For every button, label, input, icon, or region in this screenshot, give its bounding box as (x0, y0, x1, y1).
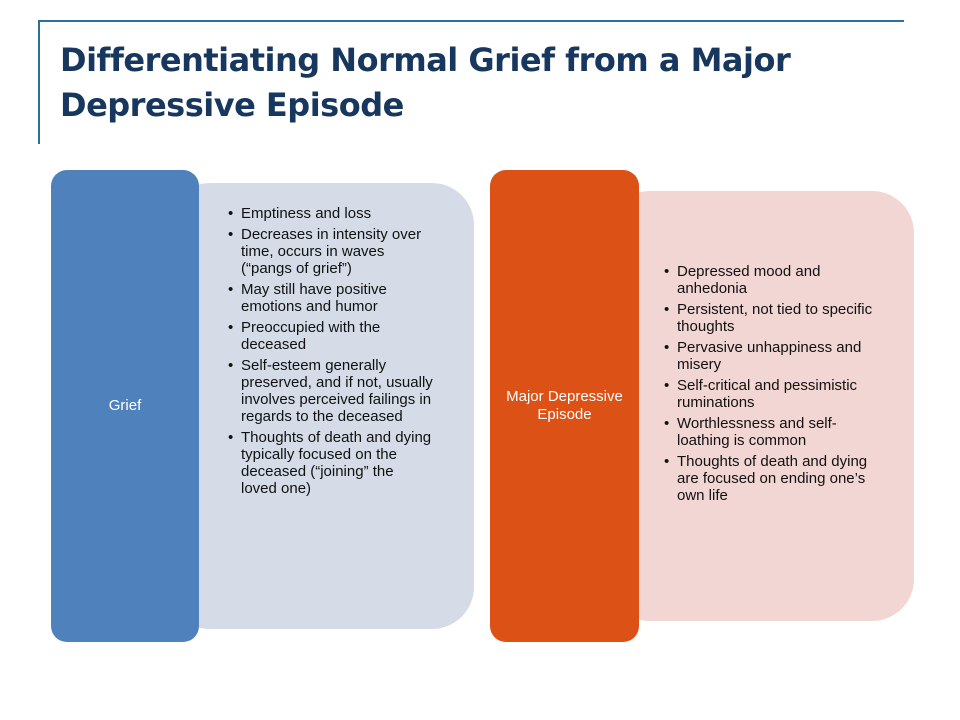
slide-title: Differentiating Normal Grief from a Majo… (60, 41, 791, 124)
grief-label-tab: Grief (51, 170, 199, 642)
grief-bullet: Self-esteem generally preserved, and if … (228, 357, 433, 425)
grief-bullet: Decreases in intensity over time, occurs… (228, 226, 433, 277)
mde-bullet-list: Depressed mood and anhedonia Persistent,… (664, 263, 879, 508)
title-top-rule (38, 20, 904, 22)
mde-bullet: Persistent, not tied to specific thought… (664, 301, 879, 335)
mde-bullet: Self-critical and pessimistic rumination… (664, 377, 879, 411)
mde-bullet: Worthlessness and self-loathing is commo… (664, 415, 879, 449)
mde-bullet: Thoughts of death and dying are focused … (664, 453, 879, 504)
mde-label-tab: Major Depressive Episode (490, 170, 639, 642)
grief-bullet: Thoughts of death and dying typically fo… (228, 429, 433, 497)
mde-bullet: Depressed mood and anhedonia (664, 263, 879, 297)
mde-bullet: Pervasive unhappiness and misery (664, 339, 879, 373)
grief-bullet-list: Emptiness and loss Decreases in intensit… (228, 205, 433, 501)
grief-bullet: Preoccupied with the deceased (228, 319, 433, 353)
grief-bullet: Emptiness and loss (228, 205, 433, 222)
grief-bullet: May still have positive emotions and hum… (228, 281, 433, 315)
title-side-rule (38, 20, 40, 144)
